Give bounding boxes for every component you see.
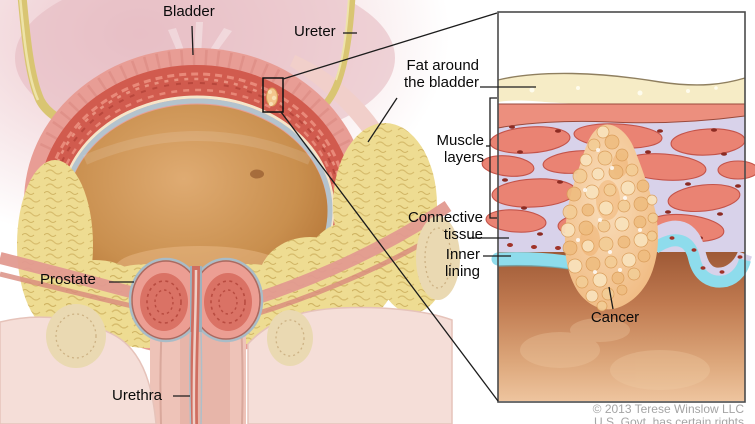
credit-line1: © 2013 Terese Winslow LLC bbox=[592, 402, 744, 416]
mucosa-spot bbox=[250, 169, 264, 179]
leader-lines bbox=[109, 12, 614, 402]
label-cancer: Cancer bbox=[590, 309, 640, 326]
zoom-connector-bottom bbox=[280, 111, 499, 402]
label-ureter: Ureter bbox=[294, 23, 336, 40]
fat-lobules bbox=[46, 216, 460, 368]
inset-border bbox=[497, 11, 746, 403]
urethra-tube bbox=[188, 265, 203, 424]
label-inner-lining: Inner lining bbox=[444, 246, 480, 280]
copyright-credit: © 2013 Terese Winslow LLC U.S. Govt. has… bbox=[593, 403, 744, 424]
fat-leader-main bbox=[367, 97, 398, 143]
left-thigh bbox=[0, 316, 157, 424]
label-fat-around-bladder: Fat around the bladder bbox=[403, 57, 479, 91]
bladder-leader bbox=[191, 25, 194, 56]
label-connective-tissue: Connective tissue bbox=[407, 209, 483, 243]
connective-tissue-dots bbox=[507, 236, 743, 274]
inset-panel bbox=[481, 11, 755, 403]
label-urethra: Urethra bbox=[112, 387, 163, 404]
label-muscle-layers: Muscle layers bbox=[436, 132, 484, 166]
zoom-source-box bbox=[262, 77, 284, 113]
credit-line2: U.S. Govt. has certain rights bbox=[593, 415, 744, 424]
label-prostate: Prostate bbox=[40, 271, 96, 288]
left-ureter bbox=[17, 0, 59, 121]
label-bladder: Bladder bbox=[163, 3, 215, 20]
prostate bbox=[128, 257, 264, 343]
early-tumor-in-wall bbox=[266, 87, 278, 107]
inset-fat-layer bbox=[497, 72, 746, 107]
cancer-leader bbox=[608, 286, 614, 310]
inset-inner-lining-layer bbox=[491, 220, 753, 288]
dome-ridges bbox=[39, 49, 353, 153]
cancer-tumor bbox=[560, 124, 659, 312]
muscle-layers-bracket bbox=[489, 97, 497, 219]
zoom-connector-top bbox=[282, 12, 498, 80]
